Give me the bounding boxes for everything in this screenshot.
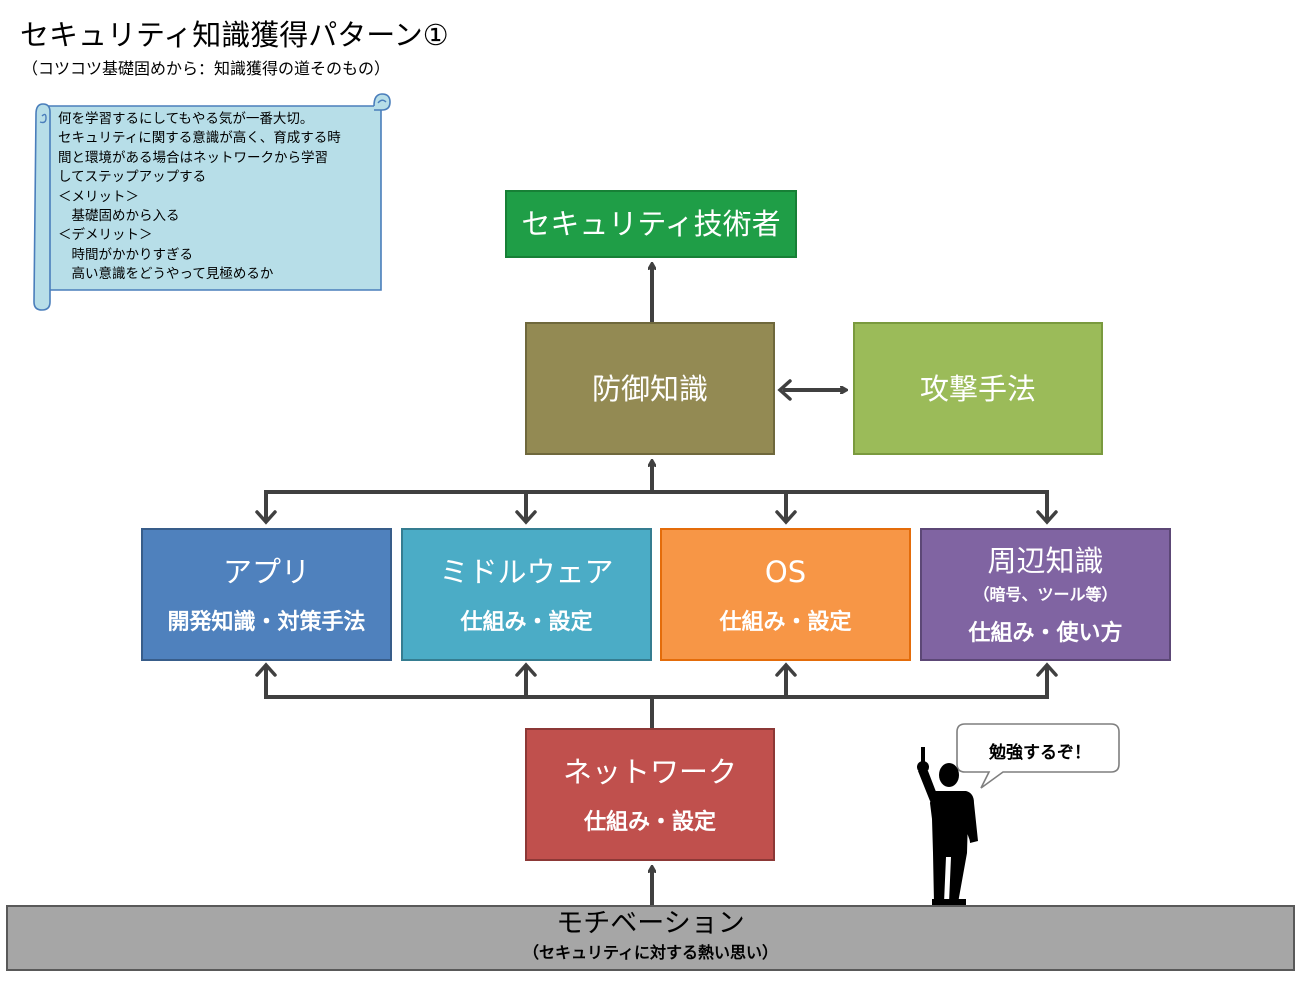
box-application: アプリ 開発知識・対策手法: [141, 528, 392, 661]
lower-branch-line: [264, 667, 1049, 699]
pointing-man-silhouette-icon: [917, 747, 978, 905]
box-peripheral-knowledge-label: 周辺知識: [987, 543, 1104, 578]
box-motivation-paren: （セキュリティに対する熱い思い）: [522, 943, 779, 962]
box-os-label: OS: [764, 554, 807, 589]
box-peripheral-knowledge: 周辺知識 （暗号、ツール等） 仕組み・使い方: [920, 528, 1171, 661]
box-middleware-sub: 仕組み・設定: [460, 609, 593, 635]
arrowhead-app-up: [255, 662, 277, 677]
arrowhead-middleware-down: [515, 510, 537, 525]
box-middleware: ミドルウェア 仕組み・設定: [401, 528, 652, 661]
box-os-sub: 仕組み・設定: [719, 609, 852, 635]
speech-bubble-text: 勉強するぞ！: [989, 743, 1091, 763]
arrowhead-os-down: [775, 510, 797, 525]
arrowhead-peripheral-up: [1036, 662, 1058, 677]
box-network-sub: 仕組み・設定: [583, 809, 716, 835]
arrowhead-defense-left: [777, 379, 792, 401]
scroll-icon: [33, 93, 391, 311]
box-peripheral-knowledge-sub: 仕組み・使い方: [968, 620, 1123, 646]
arrowhead-middleware-up: [515, 662, 537, 677]
box-application-label: アプリ: [222, 554, 310, 589]
speech-bubble: [956, 723, 1120, 789]
upper-branch-line: [264, 490, 1049, 520]
arrowhead-os-up: [775, 662, 797, 677]
box-network-label: ネットワーク: [562, 754, 737, 789]
page-subtitle: （コツコツ基礎固めから：知識獲得の道そのもの）: [22, 59, 391, 78]
page-title: セキュリティ知識獲得パターン①: [20, 18, 449, 52]
box-network: ネットワーク 仕組み・設定: [525, 728, 775, 861]
box-motivation: モチベーション （セキュリティに対する熱い思い）: [6, 905, 1295, 971]
box-middleware-label: ミドルウェア: [439, 554, 614, 589]
box-defense-knowledge-label: 防御知識: [591, 371, 708, 406]
box-os: OS 仕組み・設定: [660, 528, 911, 661]
arrowhead-peripheral-down: [1036, 510, 1058, 525]
box-attack-methods-label: 攻撃手法: [919, 371, 1036, 406]
scroll-note-text: 何を学習するにしてもやる気が一番大切。 セキュリティに関する意識が高く、育成する…: [58, 111, 341, 283]
box-motivation-label: モチベーション: [556, 908, 745, 939]
box-application-sub: 開発知識・対策手法: [167, 609, 366, 635]
box-security-engineer: セキュリティ技術者: [505, 190, 797, 258]
box-defense-knowledge: 防御知識: [525, 322, 775, 455]
box-attack-methods: 攻撃手法: [853, 322, 1103, 455]
arrowhead-app-down: [255, 510, 277, 525]
box-peripheral-knowledge-paren: （暗号、ツール等）: [973, 584, 1118, 604]
box-security-engineer-label: セキュリティ技術者: [521, 207, 781, 241]
